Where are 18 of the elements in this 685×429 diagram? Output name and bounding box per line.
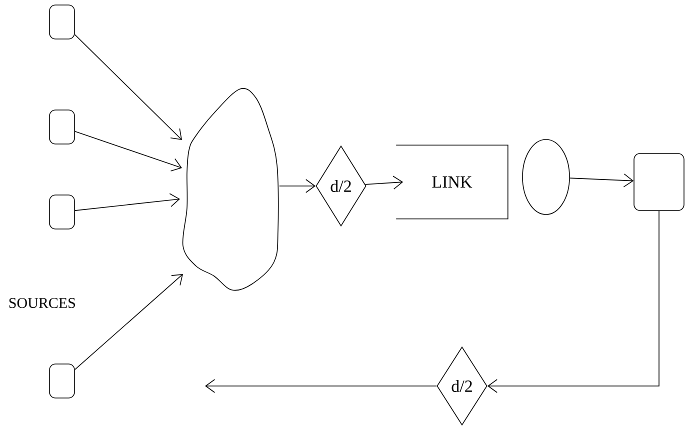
- arrow: [74, 274, 183, 370]
- rounded-box: [49, 4, 75, 40]
- arrow: [74, 34, 182, 140]
- cloud-shape: [182, 88, 279, 291]
- rounded-box: [49, 364, 75, 398]
- rounded-box: [49, 194, 75, 230]
- label: SOURCES: [9, 298, 75, 308]
- arrow: [487, 210, 660, 393]
- rounded-box: [634, 153, 684, 211]
- arrow: [74, 193, 180, 211]
- arrow: [365, 176, 404, 190]
- rounded-box: [49, 110, 75, 144]
- link-box: LINK: [396, 144, 508, 220]
- arrow: [74, 131, 182, 172]
- ellipse: [522, 139, 570, 215]
- arrow: [570, 174, 634, 188]
- arrow: [205, 379, 437, 393]
- arrow: [279, 179, 316, 193]
